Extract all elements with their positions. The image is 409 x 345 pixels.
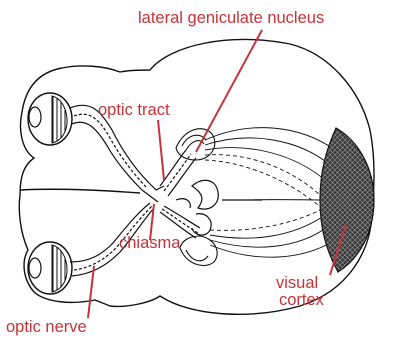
- label-optic-tract: optic tract: [98, 101, 170, 119]
- right-eye-lower: [28, 242, 72, 294]
- label-lateral-geniculate-nucleus: lateral geniculate nucleus: [138, 9, 324, 27]
- label-optic-nerve: optic nerve: [6, 318, 87, 336]
- optic-radiations: [205, 128, 335, 258]
- visual-cortex-region: [320, 128, 374, 272]
- left-eye-upper: [28, 93, 72, 145]
- label-visual: visual: [276, 274, 318, 292]
- label-chiasma: chiasma: [119, 234, 180, 252]
- leader-optic-nerve: [88, 266, 94, 318]
- leader-optic-tract: [158, 120, 164, 180]
- label-cortex: cortex: [279, 291, 324, 309]
- leader-lgn: [196, 30, 262, 152]
